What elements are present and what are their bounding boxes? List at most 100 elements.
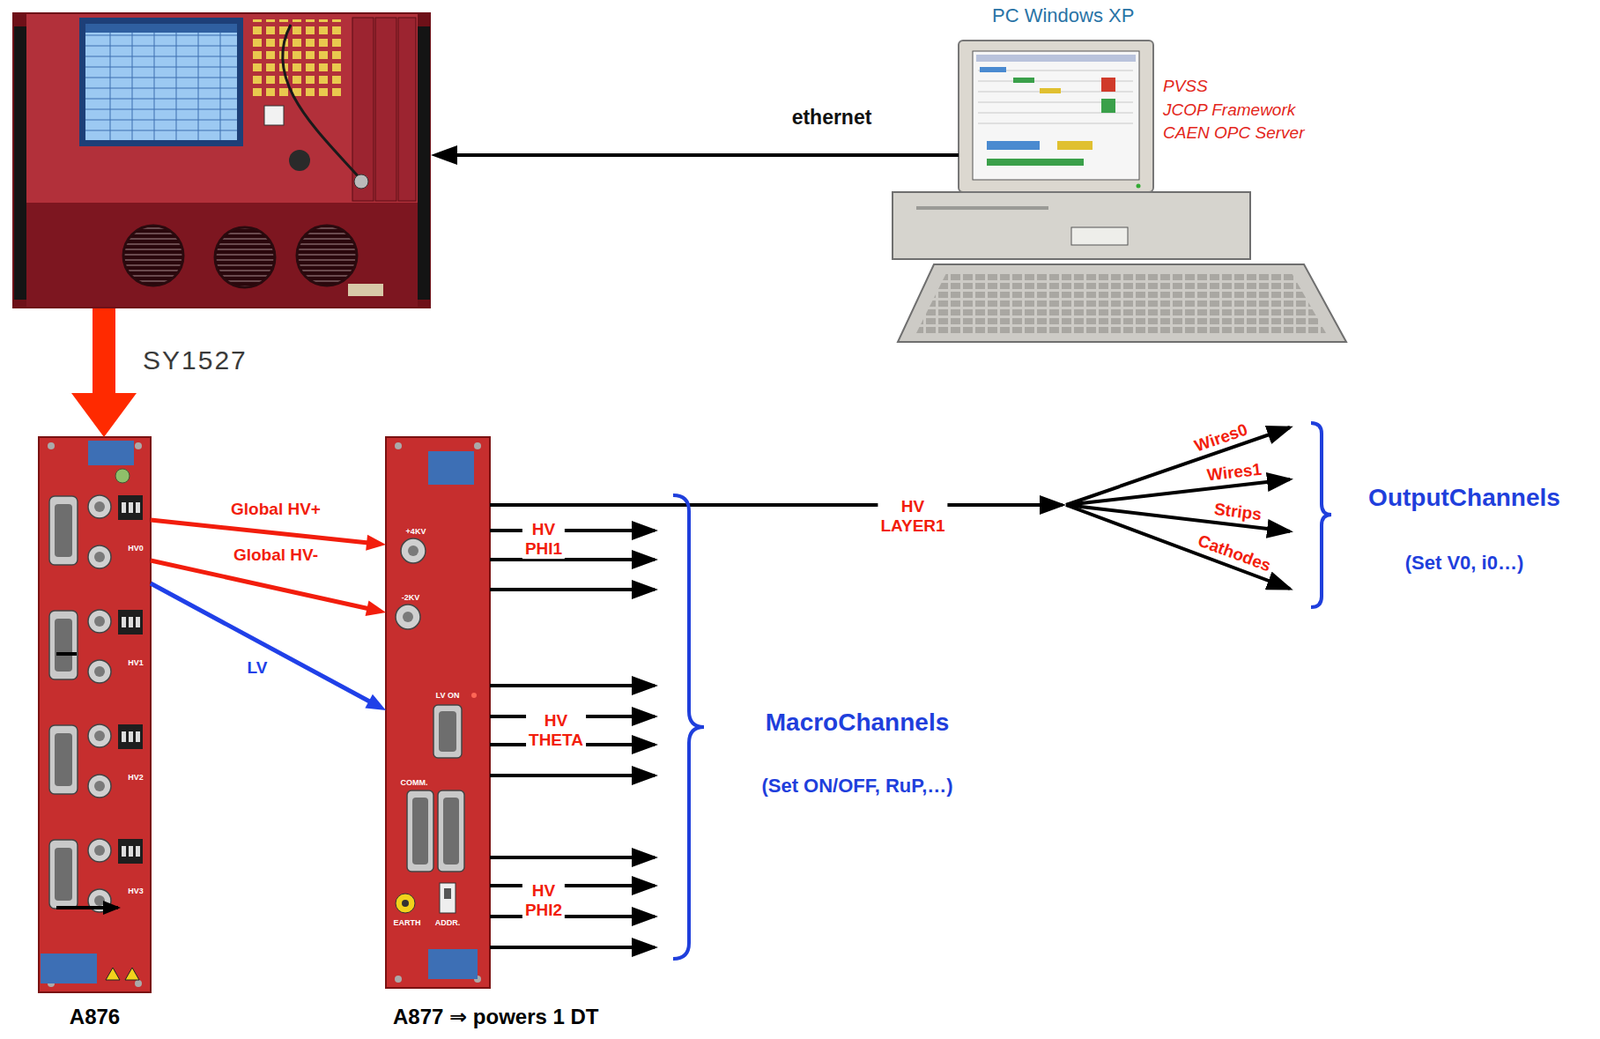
a877-board-part — [394, 442, 402, 450]
label-holder: (Set V0, i0…) — [1405, 551, 1524, 574]
pc-illustration-part — [986, 140, 1040, 150]
a876-board-part — [134, 979, 142, 987]
text-holder: PC Windows XP — [992, 4, 1134, 27]
edge-label: ethernet — [792, 105, 873, 129]
ethernet-link — [430, 145, 959, 165]
panel-marking: +4KV — [406, 526, 427, 536]
module-name: A876 — [38, 1004, 151, 1030]
text-holder: SY1527 — [142, 345, 248, 377]
macro-channel-label: HV LAYER1 — [877, 496, 948, 536]
group-heading: OutputChannels — [1368, 483, 1561, 512]
channel-braces — [673, 422, 1332, 959]
label-holder: COMM. — [400, 777, 429, 787]
a877-board-part — [401, 899, 409, 907]
label-holder: HV1 — [127, 658, 144, 667]
a876-board-part — [49, 495, 143, 569]
pc-heading: PC Windows XP — [992, 4, 1134, 27]
a877-board-part — [428, 451, 475, 485]
macro-channel-arrows-part — [489, 503, 1063, 507]
pc-illustration-part — [1039, 88, 1061, 94]
panel-marking: EARTH — [393, 918, 422, 927]
channel-braces-part — [673, 495, 704, 959]
arrow-head — [71, 392, 137, 438]
macro-channel-arrows-part — [489, 883, 655, 888]
software-name: CAEN OPC Server — [1162, 123, 1304, 143]
a877-board-part — [395, 893, 415, 913]
pc-workstation: PC Windows XPPVSSJCOP FrameworkCAEN OPC … — [958, 40, 1347, 348]
connector-line — [150, 583, 371, 703]
a877-board-part — [385, 437, 490, 988]
arrow-head — [365, 534, 386, 551]
pc-illustration-part — [892, 192, 1251, 260]
pc-illustration-part — [916, 206, 1049, 210]
crate-feed-arrow — [71, 308, 137, 438]
a877-board-part — [407, 790, 434, 872]
label-holder: ADDR. — [435, 918, 461, 927]
pc-illustration-part — [897, 264, 1347, 342]
macro-channel-label: HV PHI2 — [522, 881, 565, 920]
crate-photo: SY1527 — [12, 12, 431, 309]
text-holder: PVSS — [1162, 76, 1208, 97]
edge-label: LV — [247, 658, 268, 678]
macro-channel-arrows-part — [489, 557, 655, 562]
a877-board-part — [433, 704, 462, 758]
a876-board-part — [49, 609, 143, 683]
a877-board-part — [394, 975, 402, 983]
connector-line — [455, 153, 959, 157]
a876-board-part — [40, 953, 97, 984]
sy1527-crate-photo-part — [348, 283, 384, 297]
panel-marking: ADDR. — [435, 918, 461, 927]
sy1527-crate-photo-part — [264, 105, 284, 126]
a877-board-part — [471, 692, 477, 698]
module-name: A877 ⇒ powers 1 DT — [392, 1004, 600, 1030]
macro-channel-arrows-part — [489, 683, 655, 688]
connector-line — [150, 519, 369, 543]
a877-module: A877 ⇒ powers 1 DT — [385, 437, 490, 988]
connector-line — [92, 308, 116, 395]
arrow-head — [364, 694, 386, 711]
a877-board-part — [443, 797, 460, 865]
a877-board-part — [428, 948, 478, 979]
pc-illustration-part — [976, 54, 1136, 62]
panel-marking: COMM. — [400, 777, 429, 787]
label-holder: HV PHI1 — [522, 519, 565, 559]
pc-illustration-part — [977, 70, 1134, 124]
sy1527-crate-photo-part — [12, 12, 431, 309]
a876-board-part — [88, 440, 134, 466]
label-holder: HV THETA — [525, 711, 586, 750]
sy1527-crate-photo-part — [296, 225, 357, 286]
lv-cable — [150, 583, 386, 711]
arrow-head — [365, 600, 386, 616]
a876-board-part — [56, 905, 119, 910]
sy1527-crate-photo-part — [288, 149, 311, 171]
macro-channel-label: HV THETA — [525, 711, 586, 750]
macro-channel-arrows-part — [489, 528, 655, 533]
pc-illustration-part — [1101, 98, 1116, 113]
edge-label-holder: Global HV+ — [230, 499, 321, 519]
arrow-head — [430, 145, 458, 165]
a877-board-part — [402, 611, 414, 623]
pc-illustration-part — [1013, 77, 1035, 83]
a877-board-part — [438, 711, 457, 752]
a877-board-part — [439, 882, 456, 913]
sy1527-crate-photo-part — [354, 174, 369, 189]
software-name: JCOP Framework — [1162, 100, 1296, 120]
sy1527-crate-photo-part — [248, 19, 346, 99]
macro-channel-arrows-part — [489, 587, 655, 592]
sy1527-crate-photo-part — [85, 23, 238, 141]
a876-board — [38, 437, 151, 993]
pc-illustration-part — [1071, 227, 1128, 245]
a877-board-part — [437, 790, 465, 872]
panel-marking: HV3 — [127, 886, 144, 896]
pc-illustration-part — [916, 271, 1326, 334]
group-heading: MacroChannels — [765, 708, 950, 737]
a877-board-part — [412, 797, 429, 865]
hv-negative-cable — [150, 560, 386, 616]
label-holder: HV3 — [127, 886, 144, 896]
pc-illustration-part — [1136, 184, 1141, 189]
sy1527-crate-photo-part — [26, 202, 418, 307]
macro-channel-arrows — [489, 427, 1290, 948]
a876-board-part — [49, 838, 143, 912]
